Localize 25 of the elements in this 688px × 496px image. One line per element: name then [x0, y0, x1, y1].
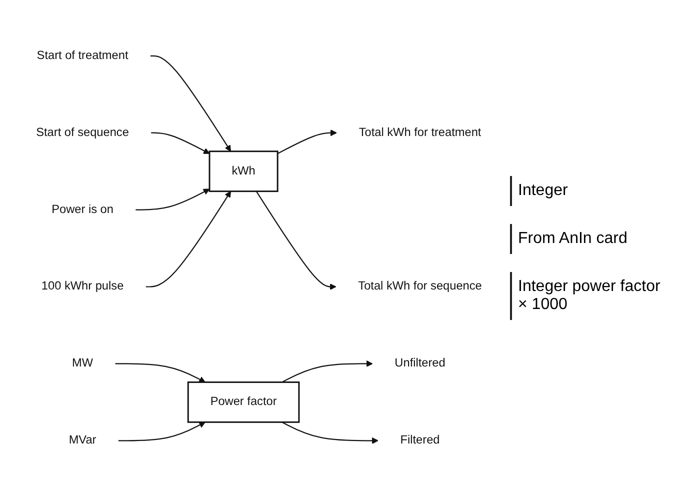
bracket-note: Integer power factor × 1000	[510, 272, 680, 320]
node-box: kWh	[208, 150, 278, 192]
arrow	[118, 422, 206, 441]
arrow	[115, 362, 206, 382]
arrow	[256, 190, 336, 290]
arrow	[282, 421, 378, 444]
node-text: Filtered	[400, 434, 440, 446]
node-text: Total kWh for treatment	[358, 126, 482, 138]
node-text: MVar	[68, 434, 96, 446]
node-text: Start of sequence	[36, 126, 129, 138]
bracket-note: From AnIn card	[510, 224, 680, 254]
arrow	[150, 55, 232, 152]
arrow	[277, 129, 337, 154]
node-text: MW	[72, 356, 94, 370]
arrow	[136, 188, 210, 210]
arrow	[282, 360, 373, 382]
bracket-note: Integer	[510, 176, 680, 206]
node-text: 100 kWhr pulse	[41, 280, 124, 292]
arrow	[146, 190, 232, 288]
node-text: Power is on	[52, 202, 114, 216]
node-text: Total kWh for sequence	[358, 280, 482, 292]
node-text: Start of treatment	[36, 48, 128, 62]
arrow	[151, 132, 210, 154]
node-box: Power factor	[187, 381, 300, 423]
node-text: Unfiltered	[394, 356, 446, 370]
